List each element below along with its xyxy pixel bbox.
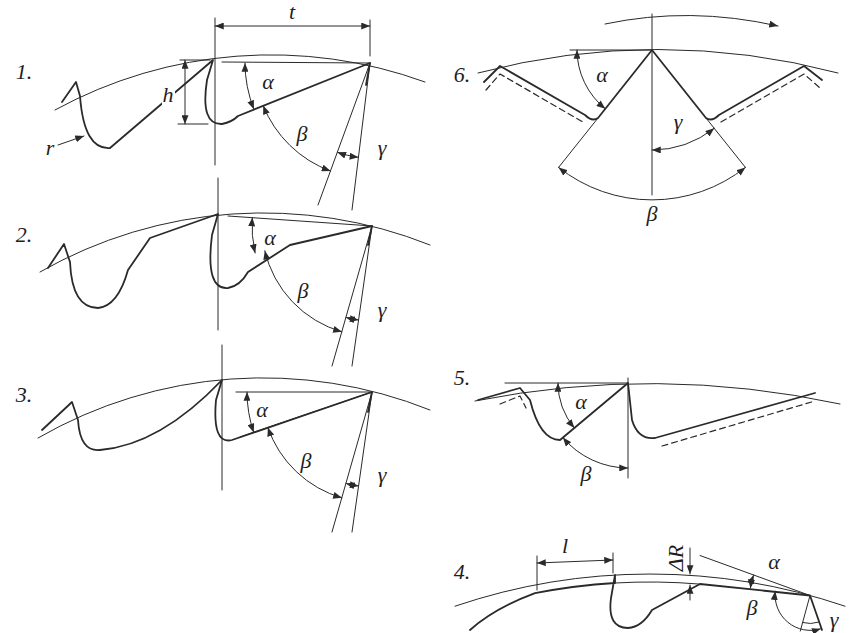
- tooth-outline: [48, 214, 372, 308]
- panel-number: 2.: [15, 224, 34, 246]
- dimension-label: h: [162, 84, 175, 106]
- relief-dimension: [690, 548, 691, 574]
- angle-label: β: [646, 203, 659, 225]
- angle-label: β: [297, 280, 310, 302]
- angle-label: γ: [377, 137, 388, 159]
- tooth-outline: [62, 60, 370, 148]
- angle-label: α: [595, 64, 609, 86]
- tooth-profile-1: [55, 18, 425, 210]
- extension-line: [178, 60, 210, 124]
- leader-line: [58, 136, 84, 145]
- tooth-profile-6: [478, 14, 838, 200]
- angle-label: α: [261, 71, 275, 93]
- tooth-outline: [484, 50, 822, 119]
- angle-arc: [245, 63, 254, 109]
- dimension-label: t: [288, 1, 296, 23]
- angle-arc: [265, 251, 342, 332]
- reference-line: [505, 383, 628, 384]
- angle-arc: [337, 152, 358, 157]
- flank-extension: [559, 118, 746, 167]
- center-line: [652, 14, 653, 195]
- dimension-label: r: [45, 137, 56, 159]
- face-line: [332, 392, 372, 532]
- radial-line: [352, 63, 370, 210]
- angle-arc: [750, 575, 753, 588]
- radial-line: [352, 392, 372, 532]
- set-tooth-outline: [500, 396, 815, 446]
- dimension-label: l: [561, 535, 569, 557]
- tip-circle: [40, 213, 430, 272]
- center-line: [222, 345, 223, 490]
- radial-line: [800, 596, 810, 632]
- pitch-dimension: [215, 26, 370, 27]
- reference-line: [570, 50, 652, 51]
- angle-label: α: [255, 399, 269, 421]
- angle-arc: [775, 591, 821, 630]
- center-line: [628, 378, 629, 478]
- tooth-profile-4: [455, 548, 845, 631]
- angle-label: β: [746, 597, 759, 619]
- angle-label: α: [263, 227, 277, 249]
- angle-label: β: [300, 450, 313, 472]
- face-line: [332, 226, 372, 366]
- tangent-line: [700, 556, 810, 596]
- center-line: [218, 178, 219, 330]
- tooth-outline: [470, 575, 822, 630]
- panel-number: 4.: [453, 561, 472, 583]
- land-circle: [615, 582, 700, 584]
- relief-dimension: [690, 585, 691, 600]
- angle-label: β: [296, 123, 309, 145]
- angle-arc: [563, 438, 628, 468]
- tooth-profile-2: [40, 178, 430, 366]
- angle-label: γ: [377, 299, 388, 321]
- tooth-outline: [42, 380, 372, 450]
- height-dimension: [185, 60, 186, 124]
- tooth-outline: [478, 383, 815, 440]
- set-tooth-outline: [486, 74, 820, 122]
- angle-arc: [558, 383, 574, 428]
- angle-arc: [263, 106, 330, 171]
- rotation-arrow: [605, 15, 778, 26]
- extension-line: [537, 553, 613, 590]
- panel-number: 1.: [15, 61, 34, 83]
- reference-line: [236, 392, 372, 393]
- angle-label: γ: [673, 111, 684, 133]
- reference-line: [222, 62, 370, 63]
- radial-line: [352, 226, 372, 366]
- angle-label: α: [767, 551, 781, 573]
- extension-line: [370, 20, 371, 56]
- panel-number: 6.: [453, 64, 472, 86]
- tip-circle: [478, 49, 838, 73]
- angle-arc: [346, 483, 359, 486]
- panel-number: 3.: [15, 384, 34, 406]
- angle-arc: [247, 392, 254, 432]
- angle-label: γ: [377, 464, 388, 486]
- tip-circle: [38, 378, 430, 438]
- tooth-profile-3: [38, 345, 430, 532]
- center-line: [215, 18, 216, 165]
- angle-arc: [268, 428, 342, 498]
- angle-arc: [559, 167, 746, 200]
- panel-number: 5.: [453, 367, 472, 389]
- angle-arc: [252, 218, 255, 253]
- face-line: [318, 63, 370, 205]
- reference-line: [228, 216, 372, 226]
- angle-arc: [346, 317, 359, 320]
- tangent-line: [240, 392, 372, 437]
- angle-label: γ: [829, 609, 840, 631]
- tooth-profile-5: [475, 378, 840, 478]
- angle-label: β: [580, 463, 593, 485]
- dimension-label: ΔR: [665, 544, 687, 572]
- angle-arc: [803, 622, 819, 623]
- land-dimension: [537, 560, 613, 563]
- angle-label: α: [574, 391, 588, 413]
